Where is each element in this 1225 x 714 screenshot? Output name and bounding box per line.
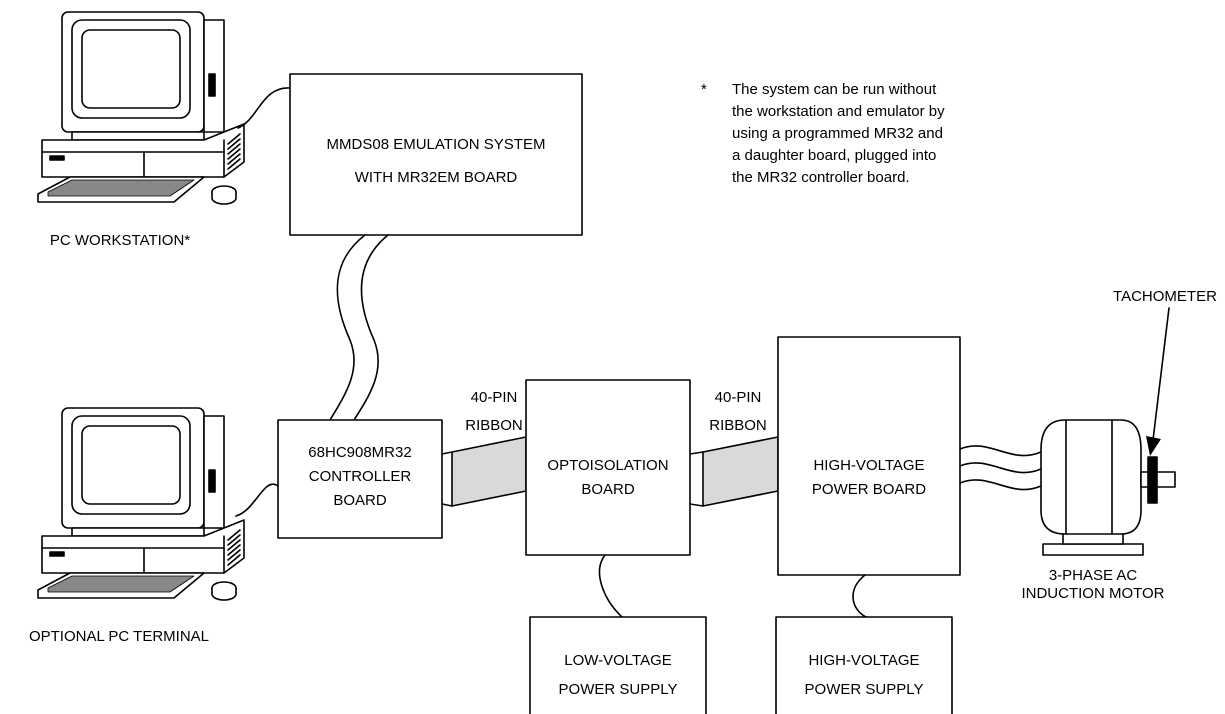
ribbon-2-label: 40-PIN RIBBON [696, 384, 780, 440]
motor-wire [959, 479, 1042, 491]
motor-wire [959, 445, 1042, 457]
lv-supply-box [529, 616, 707, 714]
emulation-line-2: WITH MR32EM BOARD [354, 169, 518, 186]
ribbon-cable-1 [451, 436, 527, 507]
tachometer-label: TACHOMETER [1113, 288, 1217, 305]
emulation-system-box [289, 73, 583, 236]
motor-label: 3-PHASE AC INDUCTION MOTOR [1012, 567, 1174, 603]
power-board-line-1: HIGH-VOLTAGE [813, 457, 925, 474]
ribbon-1-line-1: 40-PIN [470, 389, 518, 406]
ribbon-2-line-2: RIBBON [709, 417, 767, 434]
optoisolation-line-2: BOARD [581, 481, 635, 498]
hv-supply-box [775, 616, 953, 714]
controller-line-1: 68HC908MR32 [308, 444, 412, 461]
lv-supply-line-1: LOW-VOLTAGE [564, 652, 672, 669]
power-board-line-2: POWER BOARD [811, 481, 927, 498]
footnote-line: The system can be run without [732, 81, 937, 98]
footnote-marker: * [701, 81, 707, 98]
motor-wire [959, 462, 1042, 474]
lv-supply-wire [598, 554, 623, 618]
ribbon-1-line-2: RIBBON [465, 417, 523, 434]
controller-board-box [277, 419, 443, 539]
footnote-text: The system can be run without the worksta… [732, 79, 945, 189]
lv-supply-line-2: POWER SUPPLY [558, 681, 678, 698]
terminal-label: OPTIONAL PC TERMINAL [28, 628, 210, 645]
tachometer-pointer [1152, 307, 1170, 441]
ribbon-cable-2 [702, 436, 779, 507]
hv-supply-wire [852, 574, 867, 618]
workstation-label: PC WORKSTATION* [49, 232, 191, 249]
optoisolation-board-box [525, 379, 691, 556]
controller-line-2: CONTROLLER [308, 468, 412, 485]
ribbon-1-label: 40-PIN RIBBON [452, 384, 536, 440]
footnote-line: a daughter board, plugged into [732, 147, 937, 164]
motor-line-1: 3-PHASE AC [1048, 567, 1138, 584]
optoisolation-line-1: OPTOISOLATION [547, 457, 669, 474]
motor-line-2: INDUCTION MOTOR [1021, 585, 1165, 602]
computer-icon [37, 407, 245, 601]
emulation-system-title: MMDS08 EMULATION SYSTEM WITH MR32EM BOAR… [290, 128, 582, 194]
footnote-line: using a programmed MR32 and [732, 125, 943, 142]
emulation-line-1: MMDS08 EMULATION SYSTEM [326, 136, 546, 153]
computer-icon [37, 11, 245, 205]
lv-supply-title: LOW-VOLTAGE POWER SUPPLY [530, 646, 706, 704]
tachometer-icon [1147, 456, 1158, 504]
hv-supply-title: HIGH-VOLTAGE POWER SUPPLY [776, 646, 952, 704]
optoisolation-board-title: OPTOISOLATION BOARD [526, 454, 690, 502]
controller-line-3: BOARD [333, 492, 387, 509]
hv-supply-line-1: HIGH-VOLTAGE [808, 652, 920, 669]
hv-supply-line-2: POWER SUPPLY [804, 681, 924, 698]
footnote-line: the workstation and emulator by [732, 103, 945, 120]
motor-icon [1040, 419, 1176, 556]
ribbon-2-line-1: 40-PIN [714, 389, 762, 406]
emulator-cable [329, 234, 366, 421]
footnote-line: the MR32 controller board. [732, 169, 910, 186]
power-board-box [777, 336, 961, 576]
controller-board-title: 68HC908MR32 CONTROLLER BOARD [278, 441, 442, 513]
workstation-cable [237, 87, 291, 129]
power-board-title: HIGH-VOLTAGE POWER BOARD [778, 454, 960, 502]
terminal-cable [235, 483, 279, 517]
